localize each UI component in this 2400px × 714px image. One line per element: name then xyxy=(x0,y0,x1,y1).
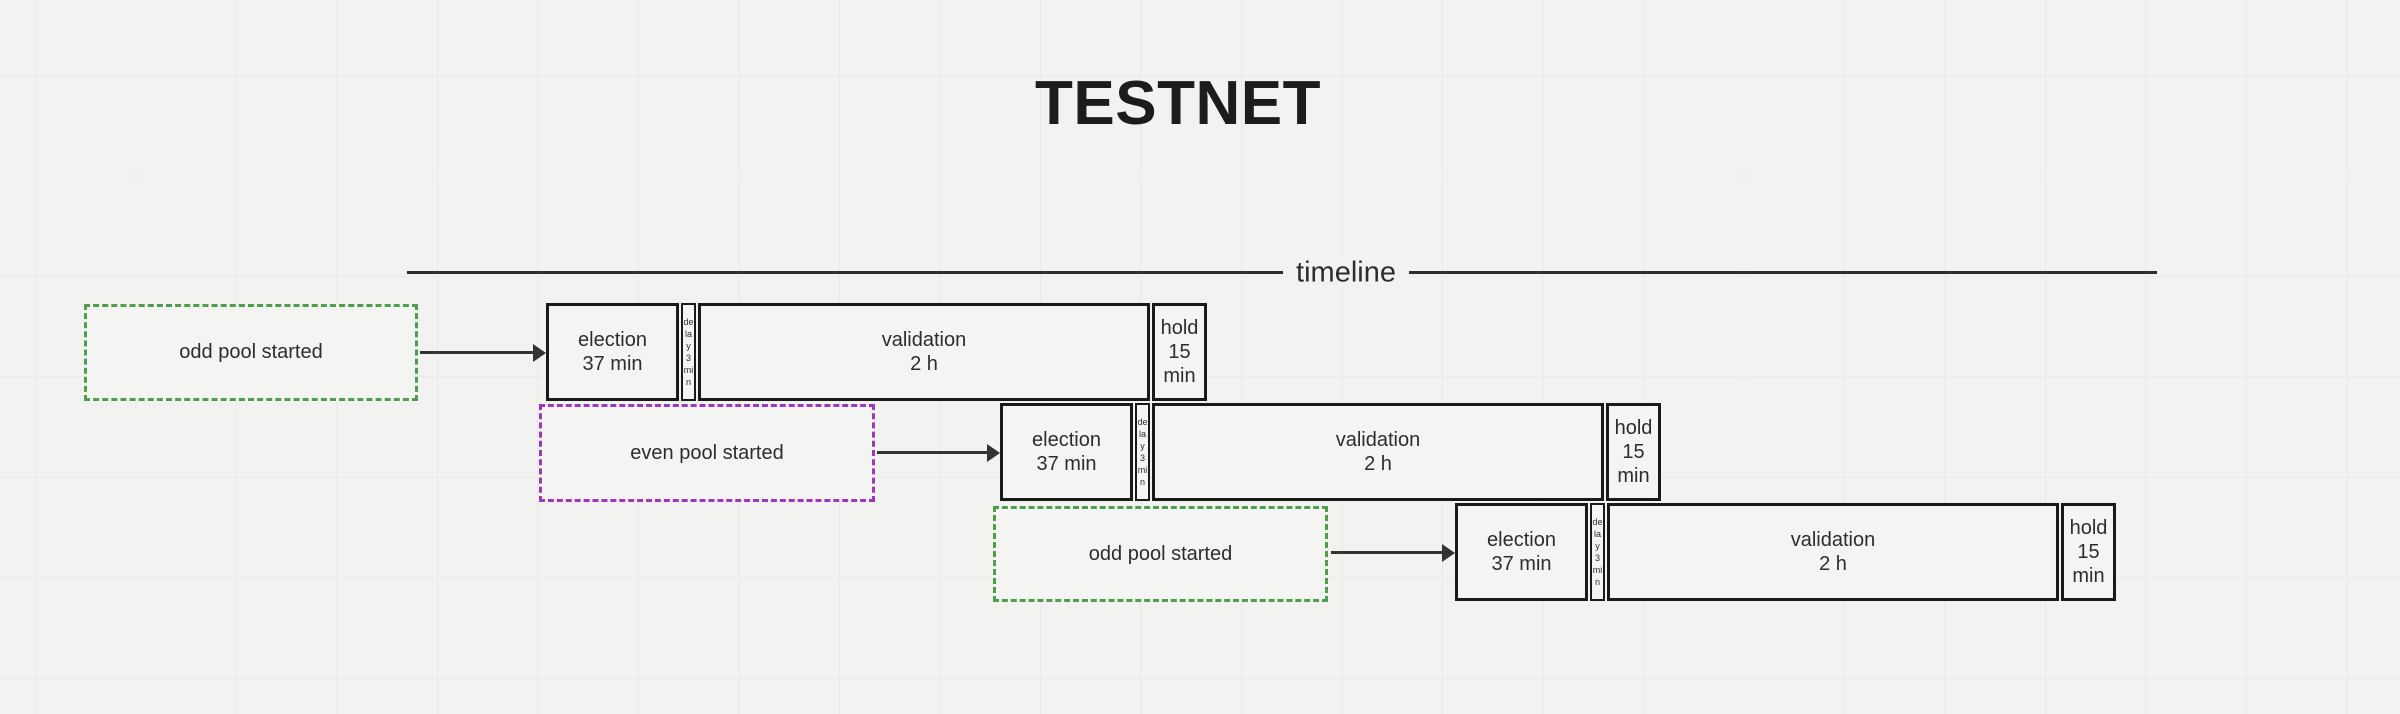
hold-label: hold 15 min xyxy=(1160,317,1199,387)
timeline-label: timeline xyxy=(1283,256,1409,290)
validation-label: validation 2 h xyxy=(1335,429,1421,475)
election-phase-box: election 37 min xyxy=(1000,403,1133,501)
delay-label: delay 3 min xyxy=(683,317,694,387)
diagram-title: TESTNET xyxy=(1035,69,1321,138)
hold-label: hold 15 min xyxy=(2069,517,2108,587)
delay-phase-box: delay 3 min xyxy=(1135,403,1150,501)
pool-label: odd pool started xyxy=(179,341,323,363)
phase-bar-row1: election 37 min delay 3 min validation 2… xyxy=(546,303,1207,401)
phase-bar-row3: election 37 min delay 3 min validation 2… xyxy=(1455,503,2116,601)
hold-phase-box: hold 15 min xyxy=(2061,503,2116,601)
flow-arrow-row1 xyxy=(420,351,533,354)
election-phase-box: election 37 min xyxy=(1455,503,1588,601)
election-phase-box: election 37 min xyxy=(546,303,679,401)
pool-label: odd pool started xyxy=(1088,542,1233,565)
delay-label: delay 3 min xyxy=(1592,517,1603,587)
delay-label: delay 3 min xyxy=(1137,417,1148,487)
delay-phase-box: delay 3 min xyxy=(681,303,696,401)
validation-label: validation 2 h xyxy=(881,329,967,375)
validation-phase-box: validation 2 h xyxy=(1152,403,1604,501)
election-label: election 37 min xyxy=(578,329,647,375)
hold-phase-box: hold 15 min xyxy=(1152,303,1207,401)
timeline-axis-line xyxy=(407,271,2157,274)
validation-phase-box: validation 2 h xyxy=(698,303,1150,401)
flow-arrow-row3 xyxy=(1331,551,1442,554)
validation-label: validation 2 h xyxy=(1790,529,1876,575)
election-label: election 37 min xyxy=(1487,529,1556,575)
flow-arrow-row2 xyxy=(877,451,987,454)
phase-bar-row2: election 37 min delay 3 min validation 2… xyxy=(1000,403,1661,501)
election-label: election 37 min xyxy=(1032,429,1101,475)
pool-label: even pool started xyxy=(630,441,784,464)
odd-pool-started-box-row3: odd pool started xyxy=(993,506,1328,602)
even-pool-started-box-row2: even pool started xyxy=(539,404,875,502)
hold-label: hold 15 min xyxy=(1614,417,1653,487)
validation-phase-box: validation 2 h xyxy=(1607,503,2059,601)
delay-phase-box: delay 3 min xyxy=(1590,503,1605,601)
hold-phase-box: hold 15 min xyxy=(1606,403,1661,501)
odd-pool-started-box-row1: odd pool started xyxy=(84,304,418,401)
